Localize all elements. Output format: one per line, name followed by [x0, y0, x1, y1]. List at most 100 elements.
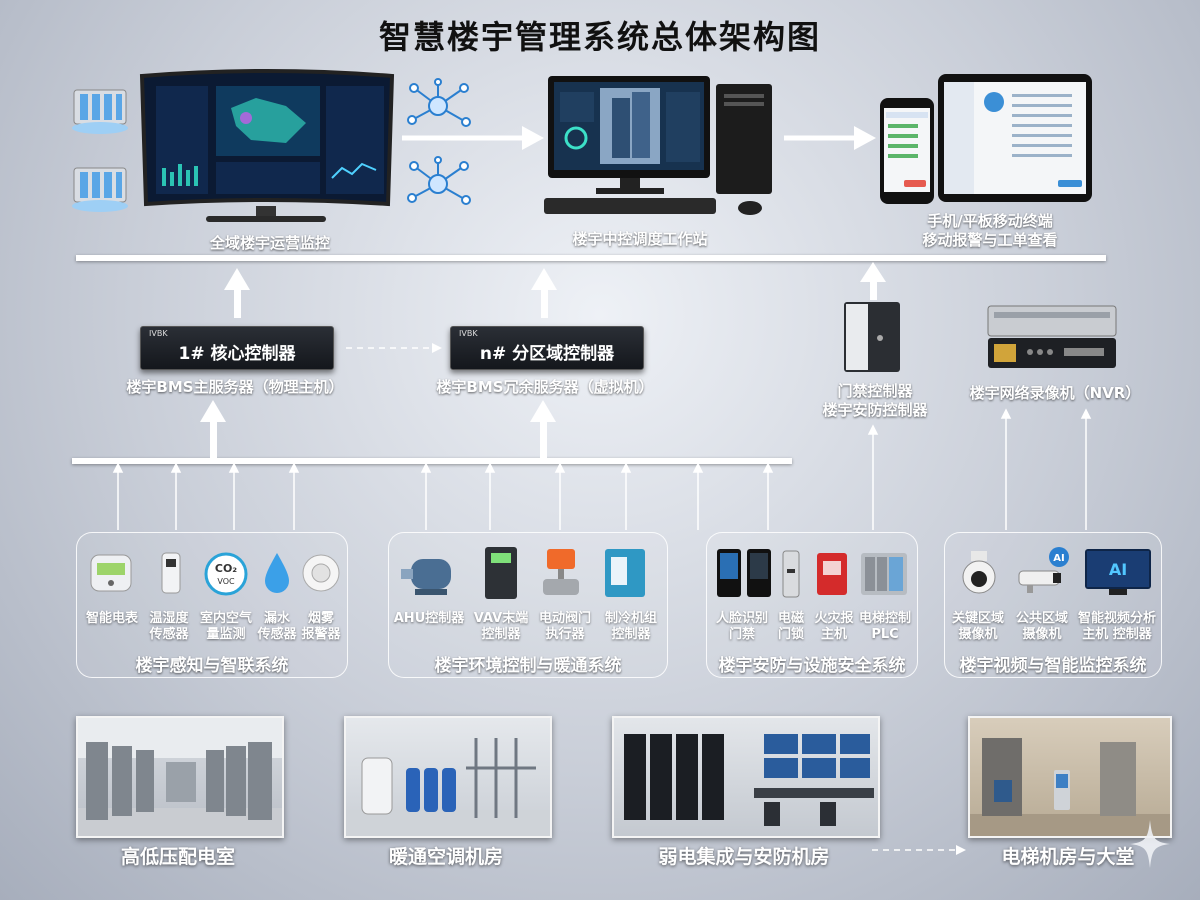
device-label: 人脸识别门禁	[707, 611, 777, 643]
mobile-label: 手机/平板移动终端 移动报警与工单查看	[880, 212, 1100, 250]
core-controller-label: 楼宇BMS主服务器（物理主机）	[126, 378, 344, 396]
mobile-label-line1: 手机/平板移动终端	[927, 212, 1053, 230]
water-leak-sensor-icon	[265, 553, 289, 593]
device-label-line2: 控制器	[481, 627, 521, 642]
access-controller-label: 门禁控制器 楼宇安防控制器	[800, 382, 950, 420]
smoke-detector-icon	[302, 554, 340, 592]
zone-controller-unit: IVBK n# 分区域控制器	[450, 326, 644, 370]
hvac-room-image	[344, 716, 552, 838]
device-label: 公共区域摄像机	[1009, 611, 1075, 643]
co2-text: CO₂	[215, 562, 237, 575]
device-label-line2: 门锁	[777, 627, 804, 642]
mobile-terminals	[880, 74, 1092, 204]
magnetic-lock-icon	[782, 550, 800, 598]
chiller-controller-icon	[605, 549, 645, 597]
brand-label-2: IVBK	[459, 329, 478, 338]
core-controller-name: 1# 核心控制器	[178, 344, 296, 364]
device-label-line1: 制冷机组	[604, 611, 657, 626]
device-label-line1: 火灾报	[814, 611, 854, 626]
hvac-plant-illustration	[346, 738, 550, 836]
device-label: 智能视频分析主机 控制器	[1073, 611, 1161, 643]
hvac-panel: AHU控制器 VAV末端控制器 电动阀门执行器 制冷机组控制器 楼宇环境控制与暖…	[388, 532, 668, 678]
device-label: 智能电表	[77, 611, 147, 627]
device-label-line1: 电动阀门	[538, 611, 591, 626]
vav-controller-icon	[485, 547, 517, 599]
device-label-line1: 室内空气	[199, 611, 252, 626]
device-label-line2: 传感器	[149, 627, 189, 642]
video-panel: AI AI 关键区域摄像机 公共区域摄像机 智能视频分析主机 控制器 楼宇视频与…	[944, 532, 1162, 678]
device-label: 温湿度传感器	[139, 611, 199, 643]
device-label-line1: 关键区域	[951, 611, 1004, 626]
smart-meter-icon	[90, 554, 132, 592]
panel-title: 楼宇视频与智能监控系统	[959, 656, 1147, 676]
bullet-camera-icon: AI	[1018, 547, 1069, 593]
security-control-room-image	[612, 716, 880, 838]
switchgear-illustration	[78, 718, 282, 836]
device-label-line1: 公共区域	[1015, 611, 1068, 626]
device-label-line2: 主机	[820, 627, 847, 642]
access-controller-label-1: 门禁控制器	[837, 382, 913, 400]
device-label: 室内空气量监测	[195, 611, 257, 643]
brand-label: IVBK	[149, 329, 168, 338]
room-label: 暖通空调机房	[388, 846, 503, 868]
room-label: 弱电集成与安防机房	[658, 846, 830, 868]
device-label-line1: 智能电表	[85, 611, 138, 626]
water-tank-icon-2	[72, 167, 128, 212]
water-tank-icons	[72, 89, 128, 212]
lower-bus-line	[72, 458, 792, 464]
voc-text: VOC	[217, 577, 235, 586]
panel-title: 楼宇环境控制与暖通系统	[434, 656, 622, 676]
device-label: 烟雾报警器	[295, 611, 347, 643]
nvr-label: 楼宇网络录像机（NVR）	[969, 384, 1141, 402]
arrow-right-icon	[402, 126, 544, 150]
mobile-label-line2: 移动报警与工单查看	[922, 231, 1058, 249]
device-label-line2: 门禁	[728, 627, 755, 642]
ptz-camera-icon	[962, 551, 996, 594]
fire-alarm-panel-icon	[817, 553, 847, 595]
monitor-label: 全域楼宇运营监控	[209, 234, 330, 252]
video-analytics-host-icon: AI	[1085, 549, 1151, 595]
room-label: 电梯机房与大堂	[1001, 846, 1135, 868]
device-label: VAV末端控制器	[469, 611, 533, 643]
device-label: 火灾报主机	[807, 611, 861, 643]
nvr-recorder	[987, 305, 1117, 368]
upper-bus-line	[76, 255, 1106, 261]
device-label-line2: 量监测	[206, 627, 246, 642]
sensing-panel: CO₂ VOC 智能电表 温湿度传感器 室内空气量监测 漏水传感器 烟雾报警器 …	[76, 532, 348, 678]
device-label-line1: 人脸识别	[715, 611, 768, 626]
ai-badge-text: AI	[1053, 553, 1064, 564]
device-label-line1: 烟雾	[307, 611, 334, 626]
device-label: 关键区域摄像机	[945, 611, 1011, 643]
elevator-lobby-illustration	[970, 738, 1170, 836]
device-label-line2: PLC	[871, 627, 899, 642]
device-label-line2: 报警器	[301, 627, 341, 642]
page-title: 智慧楼宇管理系统总体架构图	[378, 18, 821, 56]
device-label-line2: 传感器	[257, 627, 297, 642]
panel-title: 楼宇感知与智联系统	[135, 656, 289, 676]
panel-title: 楼宇安防与设施安全系统	[718, 656, 906, 676]
device-label-line1: AHU控制器	[393, 611, 465, 626]
device-label-line2: 摄像机	[958, 627, 998, 642]
device-label-line1: 电梯控制	[858, 611, 911, 626]
device-label: 电磁门锁	[769, 611, 813, 643]
temperature-humidity-sensor-icon	[161, 552, 181, 594]
air-quality-monitor-icon: CO₂ VOC	[204, 552, 248, 596]
ai-screen-text: AI	[1109, 560, 1127, 579]
device-label-line1: VAV末端	[473, 611, 529, 626]
device-label: 漏水传感器	[249, 611, 305, 643]
face-recognition-terminal-icon	[717, 549, 771, 597]
zone-controller-name: n# 分区域控制器	[479, 344, 615, 364]
device-label-line1: 温湿度	[149, 611, 189, 626]
device-label: 制冷机组控制器	[597, 611, 665, 643]
zone-controller-label: 楼宇BMS冗余服务器（虚拟机）	[436, 378, 654, 396]
sparkle-icon	[1130, 820, 1170, 868]
workstation-label: 楼宇中控调度工作站	[572, 230, 708, 248]
access-controller-cabinet	[844, 302, 900, 372]
device-label: AHU控制器	[389, 611, 469, 627]
device-label-line2: 控制器	[611, 627, 651, 642]
electric-valve-icon	[543, 549, 579, 595]
device-label-line2: 主机 控制器	[1082, 627, 1152, 642]
